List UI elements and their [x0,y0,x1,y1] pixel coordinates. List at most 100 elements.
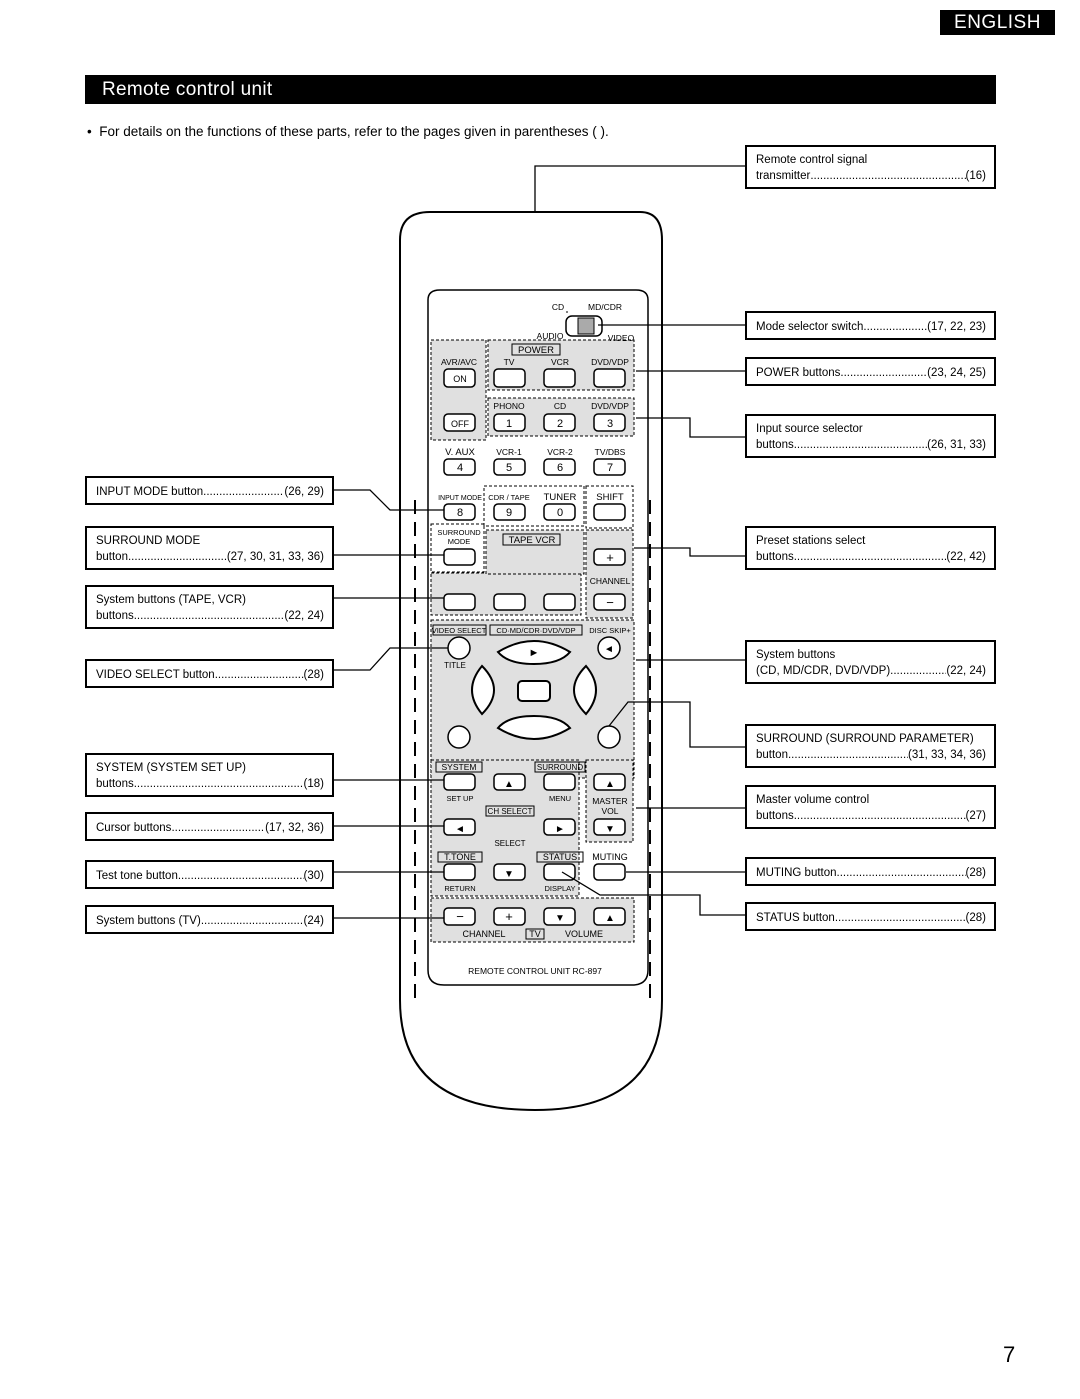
num-6-label: 6 [557,462,563,474]
callout-line1: System buttons [756,649,836,661]
cursor-right-button[interactable] [543,818,576,836]
callout-label: Mode selector switch [756,321,864,333]
vcr-label: VCR [551,357,569,367]
tv-volume-up-button[interactable] [593,907,626,926]
surround-mode-label-1: SURROUND [437,528,481,537]
num-0-label: 0 [557,507,563,519]
tape-button-2[interactable] [493,593,526,611]
vcr-power-button[interactable] [543,368,576,388]
page-number: 7 [1003,1342,1016,1367]
tuner-label: TUNER [544,492,577,503]
surround-parameter-button[interactable] [597,725,621,749]
surround-mode-button[interactable] [443,548,476,566]
cross-left-button[interactable] [471,664,496,716]
power-label: POWER [518,345,554,356]
button-9[interactable] [493,503,526,521]
select-label: SELECT [494,839,525,848]
cursor-left-icon: ◄ [455,824,465,835]
callout-line1: Input source selector [756,423,863,435]
button-1[interactable] [493,413,526,432]
surround-label: SURROUND [537,763,583,772]
title-label: TITLE [444,661,466,670]
button-2[interactable] [543,413,576,432]
cursor-left-button[interactable] [443,818,476,836]
status-button[interactable] [543,863,576,881]
vcr-button[interactable] [543,593,576,611]
shift-button[interactable] [593,503,626,521]
button-7[interactable] [593,458,626,476]
tape-button-1[interactable] [443,593,476,611]
cd-mode-label: CD [552,302,564,312]
channel-plus-button[interactable] [593,548,626,566]
test-tone-button[interactable] [443,863,476,881]
shift-label: SHIFT [596,492,624,503]
cross-center-button[interactable] [517,680,551,702]
disc-skip-button[interactable] [597,636,621,660]
button-0[interactable] [543,503,576,521]
callout-pages: (17, 22, 23) [927,321,986,333]
tv-ch-plus-icon: + [505,909,513,924]
callout-pages: (22, 24) [946,665,986,677]
tv-channel-minus-button[interactable] [443,907,476,926]
callout-pages: (16) [965,170,986,182]
callout-label: buttons [96,778,134,790]
video-select-button[interactable] [447,636,471,660]
left-round-button[interactable] [447,725,471,749]
num-9-label: 9 [506,507,512,519]
callout-input-mode: INPUT MODE button(26, 29) [85,476,334,505]
dvd-power-button[interactable] [593,368,626,388]
callout-surround-parameter: SURROUND (SURROUND PARAMETER) button(31,… [745,724,996,768]
num-3-label: 3 [607,418,613,430]
callout-label: buttons [756,810,794,822]
num-5-label: 5 [506,462,512,474]
off-button[interactable] [443,413,476,432]
muting-label: MUTING [592,852,628,862]
tv-volume-down-button[interactable] [543,907,576,926]
video-mode-label: VIDEO [608,333,635,343]
callout-label: STATUS button [756,912,835,924]
status-label: STATUS [543,852,577,862]
button-5[interactable] [493,458,526,476]
master-vol-down-button[interactable] [593,818,626,836]
callout-pages: (28) [965,912,986,924]
tv-channel-plus-button[interactable] [493,907,526,926]
button-6[interactable] [543,458,576,476]
cursor-up-button[interactable] [493,773,526,791]
tv-power-button[interactable] [493,368,526,388]
callout-label: POWER buttons [756,367,841,379]
section-title: Remote control unit [85,75,996,104]
callout-label: transmitter [756,170,811,182]
channel-label: CHANNEL [462,929,505,939]
button-8[interactable] [443,503,476,521]
vol-label: VOL [601,806,618,816]
callout-system-setup: SYSTEM (SYSTEM SET UP) buttons(18) [85,753,334,797]
callout-label: Test tone button [96,870,178,882]
cross-right-button[interactable] [572,664,597,716]
callout-label: MUTING button [756,867,837,879]
cursor-right-icon: ► [555,824,565,835]
cursor-down-button[interactable] [493,863,526,881]
display-label: DISPLAY [544,884,575,893]
button-4[interactable] [443,458,476,476]
setup-button[interactable] [443,773,476,791]
menu-button[interactable] [543,773,576,791]
on-button[interactable] [443,368,476,388]
callout-pages: (24) [303,915,324,927]
muting-button[interactable] [593,863,626,881]
channel-minus-button[interactable] [593,593,626,611]
cross-up-button[interactable] [496,640,572,666]
volume-label: VOLUME [565,929,603,939]
callout-system-cd: System buttons (CD, MD/CDR, DVD/VDP)(22,… [745,640,996,684]
callout-line1: SYSTEM (SYSTEM SET UP) [96,762,246,774]
cross-down-button[interactable] [496,714,572,740]
cursor-up-icon: ▲ [504,779,514,790]
callout-signal-transmitter: Remote control signal transmitter(16) [745,145,996,189]
master-vol-up-button[interactable] [593,773,626,791]
tv-dbs-label: TV/DBS [595,447,626,457]
button-3[interactable] [593,413,626,432]
intro-text-body: For details on the functions of these pa… [99,124,609,139]
num-7-label: 7 [607,462,613,474]
callout-pages: (28) [303,669,324,681]
vcr2-label: VCR-2 [547,447,573,457]
callout-pages: (30) [303,870,324,882]
